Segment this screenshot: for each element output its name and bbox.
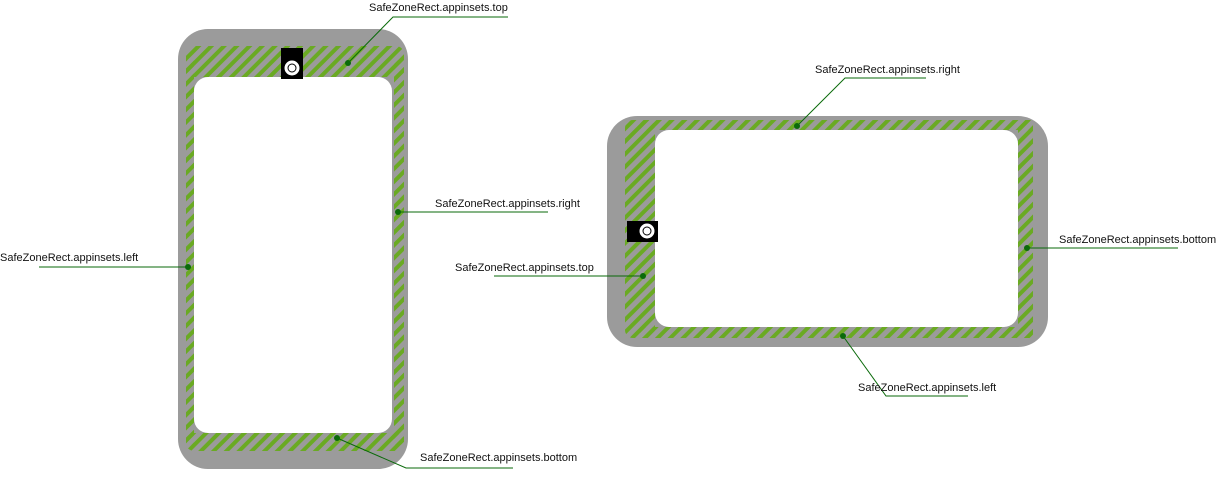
portrait-label-left: SafeZoneRect.appinsets.left [0, 252, 138, 264]
landscape-leader-left [840, 333, 968, 397]
portrait-label-right: SafeZoneRect.appinsets.right [435, 198, 580, 210]
landscape-front-camera-icon [627, 221, 658, 242]
landscape-leader-bottom [1024, 245, 1178, 251]
portrait-inset-left [186, 60, 194, 445]
landscape-label-left: SafeZoneRect.appinsets.left [858, 382, 996, 394]
landscape-label-right: SafeZoneRect.appinsets.right [815, 64, 960, 76]
portrait-leader-top [345, 16, 508, 66]
landscape-inset-top-edge [640, 120, 1033, 130]
portrait-safe-area [194, 77, 392, 433]
landscape-leader-right [794, 77, 926, 129]
landscape-inset-bottom-edge [640, 327, 1033, 338]
landscape-leader-top [494, 273, 646, 279]
landscape-safe-area [655, 130, 1018, 327]
portrait-leader-bottom [334, 435, 513, 469]
landscape-inset-right-side [1018, 120, 1033, 338]
portrait-leader-right [395, 209, 548, 215]
portrait-front-camera-icon [281, 48, 303, 79]
portrait-device: SafeZoneRect.appinsets.top SafeZoneRect.… [0, 2, 580, 469]
portrait-inset-right [394, 60, 404, 445]
landscape-label-top: SafeZoneRect.appinsets.top [455, 262, 594, 274]
portrait-leader-left [39, 264, 191, 270]
portrait-label-top: SafeZoneRect.appinsets.top [369, 2, 508, 14]
landscape-label-bottom: SafeZoneRect.appinsets.bottom [1059, 234, 1216, 246]
portrait-label-bottom: SafeZoneRect.appinsets.bottom [420, 452, 577, 464]
landscape-device: SafeZoneRect.appinsets.right SafeZoneRec… [455, 64, 1216, 397]
portrait-inset-bottom [186, 433, 404, 451]
